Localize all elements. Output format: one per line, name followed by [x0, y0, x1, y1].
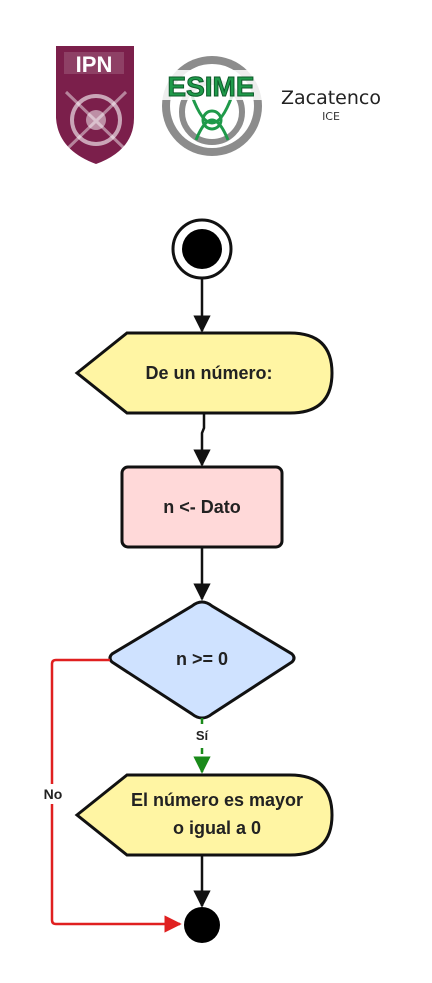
- output-node: El número es mayor o igual a 0: [74, 773, 334, 857]
- connector-input-process: [193, 413, 211, 467]
- end-node: [184, 907, 220, 943]
- campus-name: Zacatenco: [281, 87, 381, 109]
- output-label-line1: El número es mayor: [131, 790, 303, 810]
- ipn-logo-text: IPN: [76, 52, 113, 77]
- yes-label: Sí: [196, 728, 209, 743]
- process-label: n <- Dato: [163, 497, 241, 517]
- start-node: [171, 218, 233, 280]
- input-label: De un número:: [145, 363, 272, 383]
- decision-node: n >= 0: [108, 600, 296, 720]
- process-node: n <- Dato: [120, 465, 284, 549]
- no-branch: No: [38, 658, 182, 933]
- esime-logo: ESIME: [150, 56, 272, 156]
- ipn-logo: IPN: [56, 46, 134, 164]
- decision-label: n >= 0: [176, 649, 228, 669]
- no-label: No: [44, 786, 63, 802]
- input-node: De un número:: [74, 331, 334, 415]
- yes-branch: Sí: [188, 718, 216, 774]
- esime-logo-text: ESIME: [167, 71, 254, 102]
- output-label-line2: o igual a 0: [173, 818, 261, 838]
- campus-subtitle: ICE: [322, 110, 340, 123]
